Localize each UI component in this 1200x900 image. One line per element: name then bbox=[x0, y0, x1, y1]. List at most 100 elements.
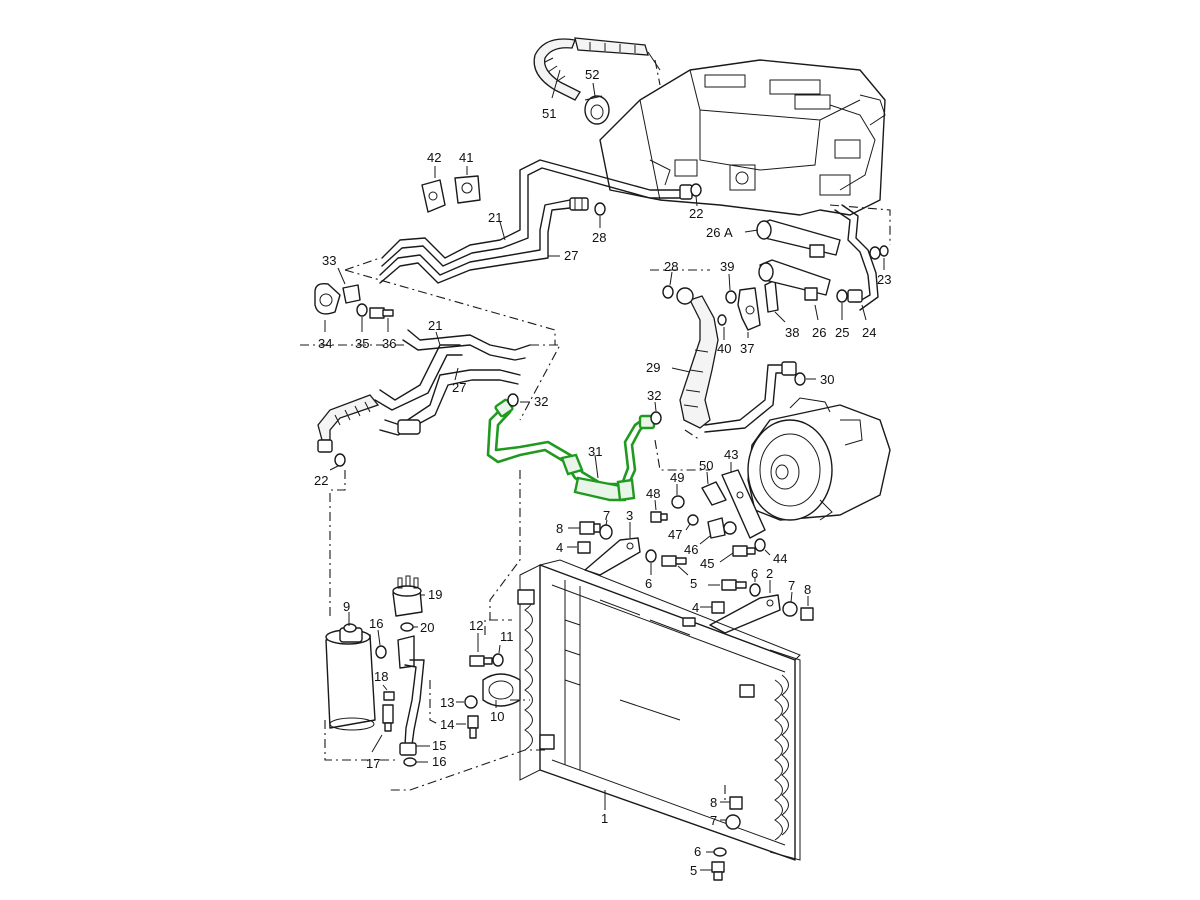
callout-30: 30 bbox=[820, 372, 834, 387]
part-33-clamp bbox=[342, 284, 361, 304]
part-26-pipe-to-23 bbox=[834, 204, 879, 311]
part-8-nut-lower bbox=[729, 796, 743, 810]
part-44-washer bbox=[754, 538, 766, 552]
callout-7-right: 7 bbox=[788, 578, 795, 593]
part-41-clip bbox=[454, 175, 481, 204]
callout-28-upper: 28 bbox=[592, 230, 606, 245]
callout-3: 3 bbox=[626, 508, 633, 523]
callout-35: 35 bbox=[355, 336, 369, 351]
callout-11: 11 bbox=[500, 629, 514, 644]
part-43-bracket bbox=[721, 469, 766, 539]
callout-21-upper: 21 bbox=[488, 210, 502, 225]
callout-52: 52 bbox=[585, 67, 599, 82]
part-28-oring-middle bbox=[662, 285, 674, 299]
part-10-clamp bbox=[482, 673, 521, 707]
part-21-lower-pipes bbox=[317, 329, 531, 453]
callout-45: 45 bbox=[700, 556, 714, 571]
part-15-pipe bbox=[397, 635, 425, 756]
callout-20: 20 bbox=[420, 620, 434, 635]
part-46-spacer bbox=[707, 517, 737, 539]
callout-8-upper: 8 bbox=[556, 521, 563, 536]
callout-7-upper: 7 bbox=[603, 508, 610, 523]
callout-7-lower: 7 bbox=[710, 813, 717, 828]
part-49-washer bbox=[671, 495, 685, 509]
callout-32-left: 32 bbox=[534, 394, 548, 409]
part-26-expansion-valve-a bbox=[756, 219, 841, 258]
callout-47: 47 bbox=[668, 527, 682, 542]
callout-43: 43 bbox=[724, 447, 738, 462]
part-16-oring-upper bbox=[375, 645, 387, 659]
callout-21-lower: 21 bbox=[428, 318, 442, 333]
part-9-receiver-drier bbox=[325, 623, 376, 731]
callout-8-right: 8 bbox=[804, 582, 811, 597]
part-16-oring-lower bbox=[403, 757, 417, 767]
callout-37: 37 bbox=[740, 341, 754, 356]
part-4-nut-right bbox=[711, 601, 725, 614]
part-38-clip bbox=[764, 279, 779, 313]
callout-31: 31 bbox=[588, 444, 602, 459]
callout-18: 18 bbox=[374, 669, 388, 684]
callout-44: 44 bbox=[773, 551, 787, 566]
part-24-fitting bbox=[847, 289, 863, 303]
callout-27-upper: 27 bbox=[564, 248, 578, 263]
callout-23: 23 bbox=[877, 272, 891, 287]
callout-5-right: 5 bbox=[690, 576, 697, 591]
callout-2: 2 bbox=[766, 566, 773, 581]
callout-5-lower: 5 bbox=[690, 863, 697, 878]
callout-29: 29 bbox=[646, 360, 660, 375]
part-34-bracket bbox=[314, 282, 341, 315]
callout-33: 33 bbox=[322, 253, 336, 268]
callout-1: 1 bbox=[601, 811, 608, 826]
part-14-bolt bbox=[467, 715, 479, 739]
part-5-bolt-right bbox=[661, 555, 687, 567]
callout-8-lower: 8 bbox=[710, 795, 717, 810]
part-13-nut bbox=[464, 695, 478, 709]
callout-36: 36 bbox=[382, 336, 396, 351]
callout-26a-letter: A bbox=[724, 225, 733, 240]
callout-12: 12 bbox=[469, 618, 483, 633]
callout-10: 10 bbox=[490, 709, 504, 724]
callout-40: 40 bbox=[717, 341, 731, 356]
callout-42: 42 bbox=[427, 150, 441, 165]
compressor bbox=[747, 397, 891, 521]
part-4-nut-upper bbox=[577, 541, 591, 554]
part-12-bolt bbox=[469, 655, 493, 667]
callout-22-lower: 22 bbox=[314, 473, 328, 488]
part-8-nut-upper bbox=[579, 521, 601, 535]
part-48-bolt bbox=[650, 511, 668, 523]
evaporator-housing bbox=[599, 59, 886, 216]
part-5-bolt-lower bbox=[711, 861, 725, 881]
callout-6-left: 6 bbox=[645, 576, 652, 591]
part-22-oring-lower bbox=[334, 453, 346, 467]
part-40-washer bbox=[717, 314, 727, 326]
part-30-oring bbox=[794, 372, 806, 386]
part-6-washer-right bbox=[749, 583, 761, 597]
part-19-pressure-switch bbox=[392, 575, 423, 617]
callout-17: 17 bbox=[366, 756, 380, 771]
part-2-bracket bbox=[709, 594, 781, 634]
callout-39: 39 bbox=[720, 259, 734, 274]
part-18-fitting bbox=[383, 691, 395, 701]
callout-6-lower: 6 bbox=[694, 844, 701, 859]
part-7-spacer-lower bbox=[725, 814, 741, 830]
callout-38: 38 bbox=[785, 325, 799, 340]
part-7-spacer-right bbox=[782, 601, 798, 617]
callout-25: 25 bbox=[835, 325, 849, 340]
callout-16-lower: 16 bbox=[432, 754, 446, 769]
part-7-spacer-upper bbox=[599, 524, 613, 540]
part-1-condenser bbox=[517, 559, 801, 861]
part-52-grommet bbox=[584, 95, 610, 125]
part-8-nut-right bbox=[800, 607, 814, 621]
callout-50: 50 bbox=[699, 458, 713, 473]
callout-4-right: 4 bbox=[692, 600, 699, 615]
part-22-oring-upper bbox=[690, 183, 702, 197]
callout-26b: 26 bbox=[812, 325, 826, 340]
part-45-bolt bbox=[732, 545, 756, 557]
part-21-upper-pipes bbox=[379, 159, 693, 284]
callout-27-lower: 27 bbox=[452, 380, 466, 395]
part-11-washer bbox=[492, 653, 504, 667]
part-29-suction-hose bbox=[676, 287, 797, 433]
part-28-oring-upper bbox=[594, 202, 606, 216]
part-23-oring bbox=[869, 245, 889, 260]
